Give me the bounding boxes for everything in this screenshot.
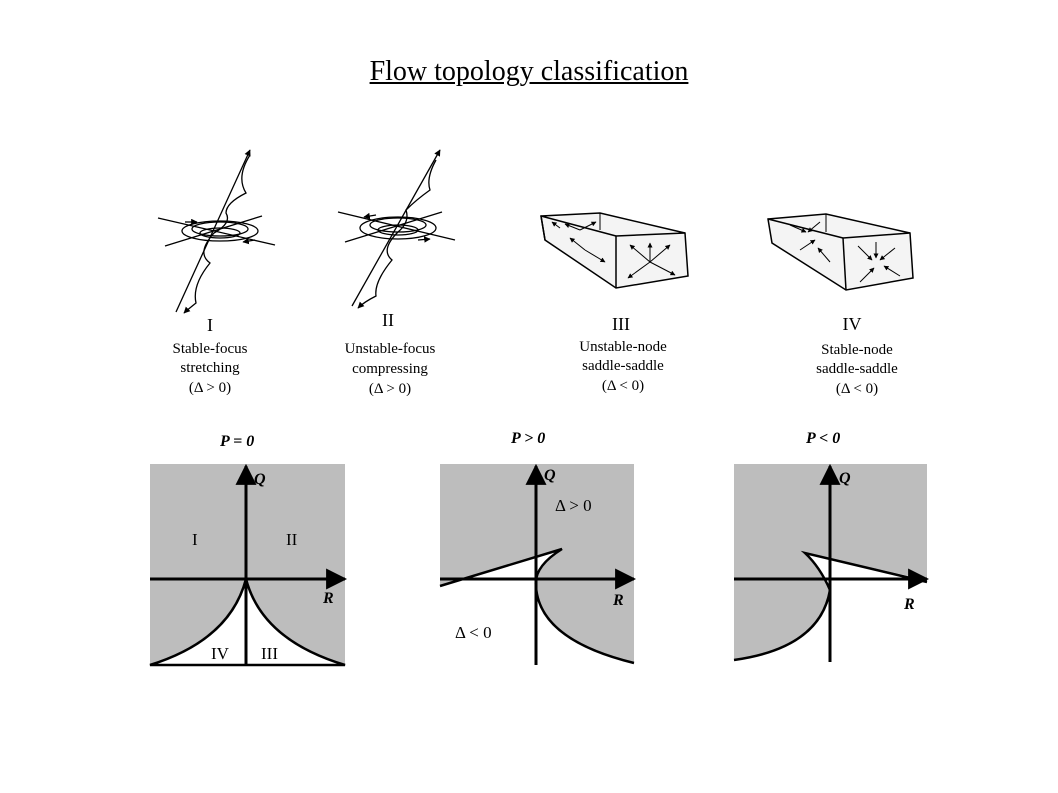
region-label: IV [211,644,230,663]
qr-plot-p-zero: P = 0 Q R I II IV III [149,433,348,667]
topology-numeral: III [612,314,630,334]
delta-negative-label: Δ < 0 [455,623,492,642]
r-axis-label: R [903,596,915,613]
topology-line1: Unstable-focus [345,341,436,357]
page-title: Flow topology classification [369,56,689,87]
topology-sketch-2 [337,149,456,309]
topology-caption-1: I Stable-focus stretching (Δ > 0) [173,315,248,396]
plot-heading: P < 0 [805,430,840,447]
delta-positive-label: Δ > 0 [555,496,592,515]
region-label: III [261,644,278,663]
qr-plot-p-negative: P < 0 Q R [733,430,930,662]
plot-heading: P = 0 [219,433,254,450]
topology-condition: (Δ < 0) [602,378,644,394]
topology-sketch-1 [157,149,276,314]
r-axis-label: R [322,590,334,607]
topology-caption-4: IV Stable-node saddle-saddle (Δ < 0) [816,314,898,397]
q-axis-label: Q [839,470,851,487]
topology-condition: (Δ < 0) [836,381,878,397]
topology-line2: stretching [180,360,240,376]
topology-numeral: IV [843,314,862,334]
topology-numeral: II [382,310,394,330]
topology-line2: saddle-saddle [582,358,664,374]
topology-line1: Stable-node [821,342,893,358]
topology-line2: compressing [352,361,428,377]
region-label: II [286,530,298,549]
topology-numeral: I [207,315,213,335]
topology-caption-3: III Unstable-node saddle-saddle (Δ < 0) [579,314,667,394]
topology-sketch-3 [540,212,689,289]
q-axis-label: Q [544,467,556,484]
qr-plot-p-positive: P > 0 Q R Δ > 0 Δ < 0 [439,430,637,665]
r-axis-label: R [612,592,624,609]
plot-heading: P > 0 [510,430,545,447]
topology-condition: (Δ > 0) [369,381,411,397]
topology-sketch-4 [767,213,914,291]
topology-caption-2: II Unstable-focus compressing (Δ > 0) [345,310,436,397]
q-axis-label: Q [254,471,266,488]
topology-line2: saddle-saddle [816,361,898,377]
topology-line1: Stable-focus [173,341,248,357]
topology-condition: (Δ > 0) [189,380,231,396]
topology-line1: Unstable-node [579,339,667,355]
region-label: I [192,530,198,549]
